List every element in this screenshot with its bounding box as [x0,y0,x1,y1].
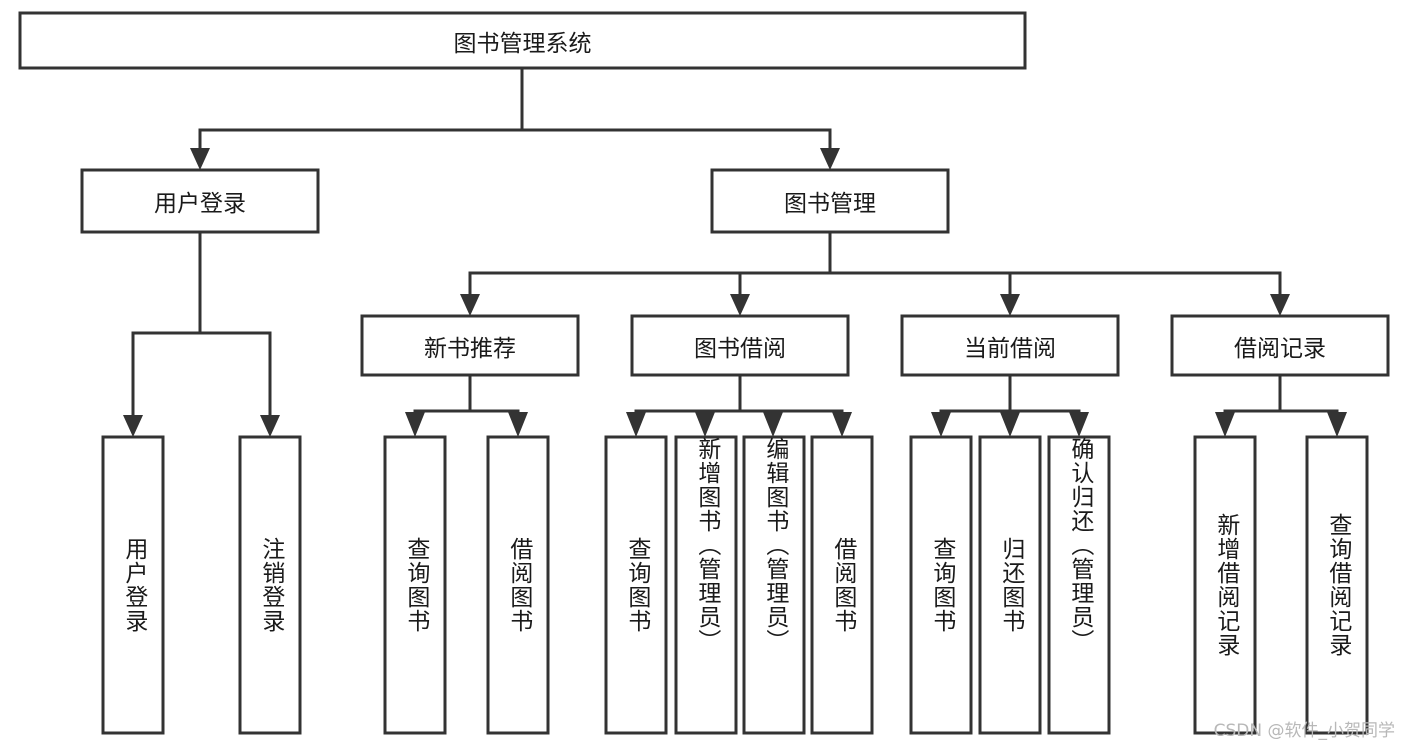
node-leaf-edit-book-box[interactable] [742,435,806,735]
arrow-head-leaf-query-book-3 [931,412,951,437]
node-leaf-confirm-return-box[interactable] [1047,435,1111,735]
arrow-head-leaf-user-login [123,415,143,437]
arrow-head-leaf-add-book [695,412,715,437]
node-leaf-query-record-box[interactable] [1305,435,1369,735]
node-leaf-user-login-box[interactable] [101,435,165,735]
arrow-head-leaf-query-record [1327,412,1347,437]
arrow-head-to-new-book-recommend [460,294,480,316]
node-borrow-record-box[interactable] [1170,314,1390,377]
node-user-login-box[interactable] [80,168,320,234]
node-book-borrow-box[interactable] [630,314,850,377]
node-leaf-query-book-1-box[interactable] [383,435,447,735]
node-leaf-return-book-box[interactable] [978,435,1042,735]
node-leaf-add-record-box[interactable] [1193,435,1257,735]
arrow-head-leaf-return-book [1000,412,1020,437]
node-current-borrow-box[interactable] [900,314,1120,377]
node-leaf-borrow-book-1-box[interactable] [486,435,550,735]
arrow-head-leaf-query-book-1 [405,412,425,437]
arrow-head-leaf-borrow-book-1 [508,412,528,437]
arrow-head-leaf-edit-book [763,412,783,437]
arrow-head-to-user-login [190,148,210,170]
node-book-manage-box[interactable] [710,168,950,234]
arrow-head-leaf-query-book-2 [626,412,646,437]
node-leaf-user-logout-box[interactable] [238,435,302,735]
arrow-head-leaf-confirm-return [1069,412,1089,437]
arrow-head-to-borrow-record [1270,294,1290,316]
arrow-head-leaf-user-logout [260,415,280,437]
node-new-book-recommend-box[interactable] [360,314,580,377]
node-leaf-query-book-3-box[interactable] [909,435,973,735]
arrow-head-to-book-manage [820,148,840,170]
node-leaf-query-book-2-box[interactable] [604,435,668,735]
node-leaf-borrow-book-2-box[interactable] [810,435,874,735]
node-root-box[interactable] [18,11,1027,70]
arrow-head-to-book-borrow [730,294,750,316]
arrow-head-leaf-add-record [1215,412,1235,437]
arrow-head-leaf-borrow-book-2 [832,412,852,437]
arrow-head-to-current-borrow [1000,294,1020,316]
node-leaf-add-book-box[interactable] [674,435,738,735]
